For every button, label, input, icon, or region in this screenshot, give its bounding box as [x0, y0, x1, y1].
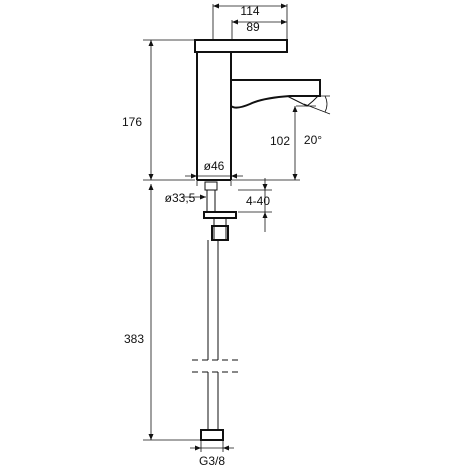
hose-lower — [207, 372, 219, 430]
supply-hose — [192, 240, 238, 441]
dim-angle-20 — [324, 95, 328, 113]
mounting-hardware — [203, 181, 237, 241]
faucet-body — [194, 39, 321, 181]
dimension-labels: 114 89 176 102 20° ø46 ø33,5 4-40 383 G3… — [122, 4, 322, 468]
label-383: 383 — [124, 332, 144, 346]
faucet-column — [196, 52, 232, 180]
faucet-top-cap — [194, 39, 288, 53]
label-89: 89 — [246, 20, 260, 34]
label-diameter-33-5: ø33,5 — [165, 191, 196, 205]
dimension-lines — [143, 3, 331, 452]
faucet-spout — [230, 79, 321, 109]
label-4-40: 4-40 — [246, 194, 270, 208]
mount-fitting — [211, 225, 229, 241]
hose-upper — [207, 240, 219, 360]
spout-outlet — [286, 95, 319, 107]
label-20-degrees: 20° — [304, 133, 322, 147]
mount-shank — [204, 181, 218, 191]
label-diameter-46: ø46 — [204, 159, 225, 173]
label-176: 176 — [122, 115, 142, 129]
mount-rod — [213, 217, 227, 241]
label-g3-8: G3/8 — [199, 454, 225, 468]
mount-stud — [206, 189, 216, 213]
hose-break-lines — [192, 359, 238, 373]
mount-nut — [203, 211, 237, 219]
label-114: 114 — [240, 4, 259, 18]
hose-nut — [200, 429, 224, 441]
label-102: 102 — [270, 134, 290, 148]
